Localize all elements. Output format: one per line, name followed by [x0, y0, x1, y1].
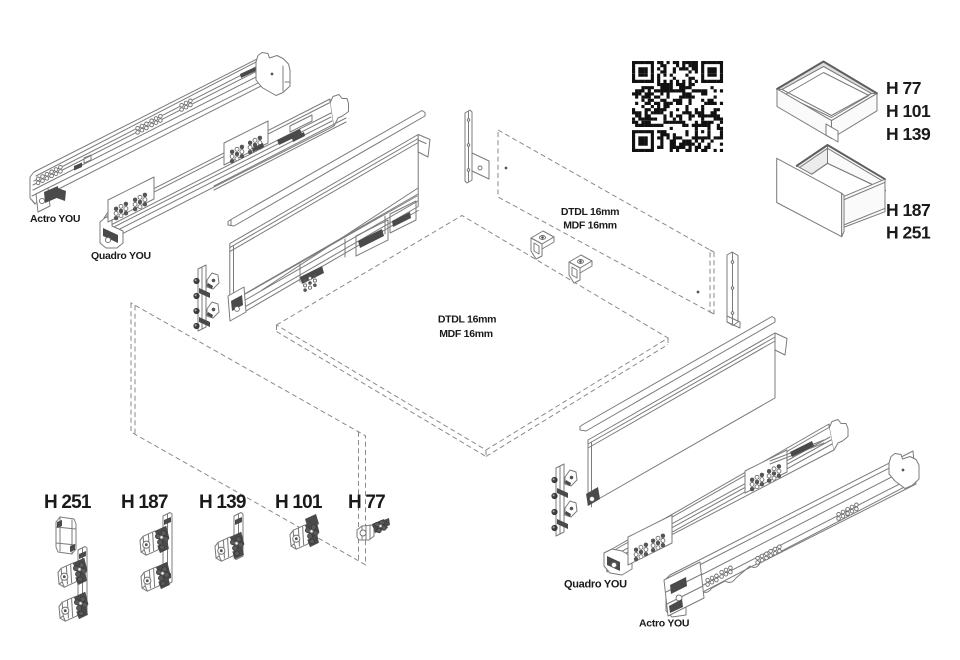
svg-text:H 77: H 77: [886, 78, 921, 98]
svg-text:Quadro YOU: Quadro YOU: [564, 579, 627, 591]
svg-text:H 251: H 251: [886, 223, 931, 243]
svg-text:MDF 16mm: MDF 16mm: [439, 328, 493, 340]
svg-text:H 187: H 187: [886, 200, 930, 220]
svg-text:DTDL 16mm: DTDL 16mm: [561, 206, 619, 218]
svg-text:H 77: H 77: [348, 492, 385, 513]
svg-text:Actro YOU: Actro YOU: [639, 618, 689, 630]
svg-text:H 101: H 101: [275, 492, 323, 513]
svg-text:MDF 16mm: MDF 16mm: [563, 220, 617, 232]
svg-text:H 139: H 139: [886, 124, 931, 144]
svg-text:Quadro YOU: Quadro YOU: [91, 250, 151, 262]
svg-text:H 251: H 251: [44, 492, 92, 513]
svg-text:H 101: H 101: [886, 101, 931, 121]
svg-text:H 139: H 139: [199, 492, 246, 513]
svg-text:Actro YOU: Actro YOU: [30, 213, 80, 225]
svg-text:DTDL 16mm: DTDL 16mm: [438, 314, 496, 326]
svg-text:H 187: H 187: [121, 492, 168, 513]
